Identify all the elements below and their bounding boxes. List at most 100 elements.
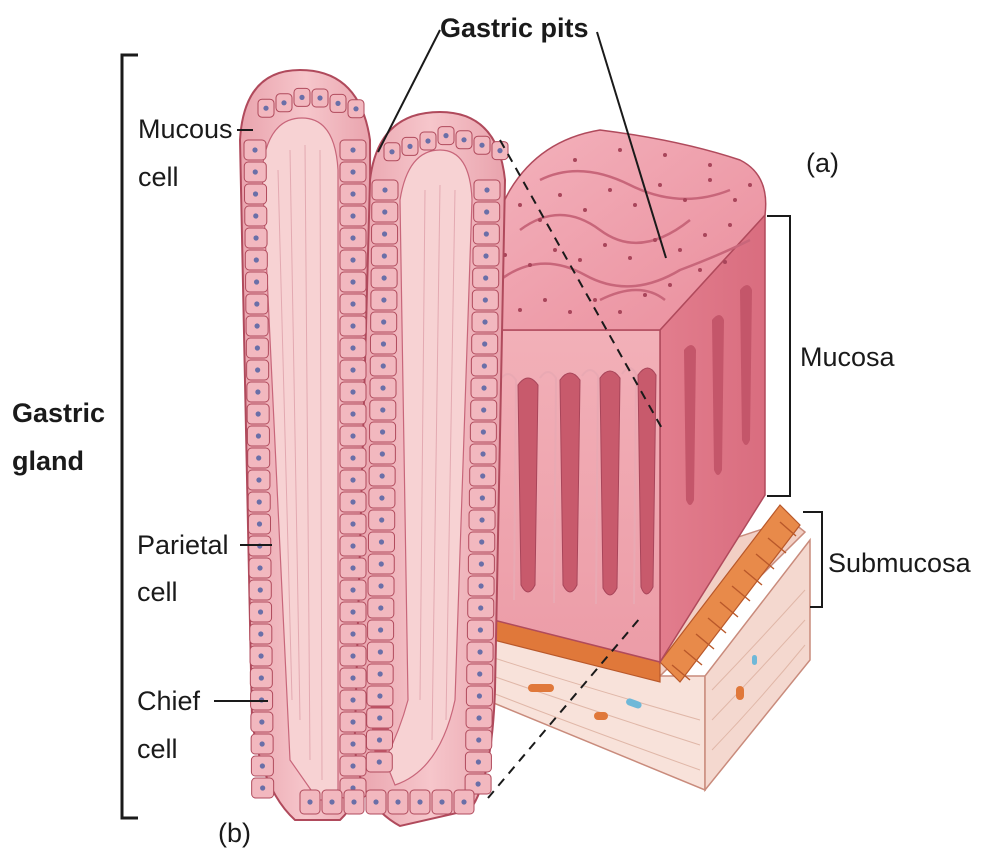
cell-nucleus [484, 187, 489, 192]
cell-nucleus [378, 671, 383, 676]
cell-nucleus [377, 737, 382, 742]
cell-nucleus [395, 799, 400, 804]
cell-nucleus [482, 363, 487, 368]
cell-nucleus [476, 715, 481, 720]
cell-nucleus [382, 231, 387, 236]
cell-nucleus [478, 605, 483, 610]
cell-nucleus [255, 389, 260, 394]
cell-nucleus [480, 451, 485, 456]
cell-nucleus [253, 235, 258, 240]
cell-nucleus [257, 565, 262, 570]
submucosa-label: Submucosa [828, 546, 971, 580]
cell-nucleus [379, 495, 384, 500]
cell-nucleus [380, 385, 385, 390]
cell-nucleus [378, 627, 383, 632]
cell-nucleus [350, 433, 355, 438]
cell-nucleus [258, 609, 263, 614]
cell-nucleus [350, 169, 355, 174]
cell-nucleus [480, 473, 485, 478]
mucous-cell-label-line2: cell [138, 160, 179, 194]
chief-cell-label-line2: cell [137, 732, 178, 766]
blood-vessel [528, 684, 554, 692]
panel-a-label: (a) [806, 146, 839, 180]
cell-nucleus [381, 297, 386, 302]
cell-nucleus [379, 539, 384, 544]
mucosa-label: Mucosa [800, 340, 895, 374]
cell-nucleus [443, 133, 448, 138]
cell-nucleus [417, 799, 422, 804]
mucosa-bracket [767, 216, 790, 496]
cell-nucleus [378, 649, 383, 654]
cell-nucleus [257, 499, 262, 504]
cell-nucleus [256, 433, 261, 438]
cell-nucleus [350, 147, 355, 152]
cell-nucleus [378, 583, 383, 588]
cell-nucleus [377, 759, 382, 764]
cell-nucleus [482, 319, 487, 324]
parietal-cell-label-line2: cell [137, 575, 178, 609]
cell-nucleus [379, 517, 384, 522]
cell-nucleus [484, 209, 489, 214]
cell-nucleus [350, 323, 355, 328]
cell-nucleus [373, 799, 378, 804]
cell-nucleus [258, 653, 263, 658]
cell-nucleus [351, 799, 356, 804]
cell-nucleus [483, 253, 488, 258]
cell-nucleus [461, 137, 466, 142]
cell-nucleus [479, 143, 484, 148]
cell-nucleus [350, 675, 355, 680]
cell-nucleus [350, 235, 355, 240]
cell-nucleus [478, 627, 483, 632]
cell-nucleus [350, 455, 355, 460]
cell-nucleus [481, 407, 486, 412]
cell-nucleus [260, 741, 265, 746]
cell-nucleus [259, 675, 264, 680]
cell-nucleus [257, 521, 262, 526]
cell-nucleus [382, 209, 387, 214]
cell-nucleus [255, 367, 260, 372]
cell-nucleus [258, 587, 263, 592]
cell-nucleus [382, 275, 387, 280]
cell-nucleus [350, 763, 355, 768]
cell-nucleus [381, 341, 386, 346]
cell-nucleus [483, 275, 488, 280]
cell-nucleus [476, 737, 481, 742]
cell-nucleus [350, 719, 355, 724]
cell-nucleus [479, 561, 484, 566]
lymph-vessel [752, 655, 757, 665]
cell-nucleus [329, 799, 334, 804]
gastric-gland-bracket [122, 55, 138, 818]
cell-nucleus [479, 517, 484, 522]
cell-nucleus [350, 213, 355, 218]
cell-nucleus [481, 385, 486, 390]
cell-nucleus [478, 583, 483, 588]
cell-nucleus [380, 429, 385, 434]
cell-nucleus [252, 147, 257, 152]
mucous-cell-label-line1: Mucous [138, 112, 233, 146]
cell-nucleus [479, 539, 484, 544]
cell-nucleus [253, 213, 258, 218]
cell-nucleus [350, 543, 355, 548]
cell-nucleus [256, 477, 261, 482]
cell-nucleus [350, 741, 355, 746]
gastric-pits-label: Gastric pits [440, 11, 589, 45]
gastric-gland-label-line2: gland [12, 444, 84, 478]
cell-nucleus [483, 297, 488, 302]
cell-nucleus [255, 345, 260, 350]
panel-b-label: (b) [218, 816, 251, 850]
cell-nucleus [259, 719, 264, 724]
cell-nucleus [253, 169, 258, 174]
cell-nucleus [377, 693, 382, 698]
cell-nucleus [256, 411, 261, 416]
cell-nucleus [350, 609, 355, 614]
cell-nucleus [482, 341, 487, 346]
cell-nucleus [260, 785, 265, 790]
cell-nucleus [350, 301, 355, 306]
cell-nucleus [439, 799, 444, 804]
blood-vessel [736, 686, 744, 700]
cell-nucleus [350, 389, 355, 394]
cell-nucleus [263, 106, 268, 111]
cell-nucleus [380, 407, 385, 412]
blood-vessel [594, 712, 608, 720]
cell-nucleus [350, 411, 355, 416]
